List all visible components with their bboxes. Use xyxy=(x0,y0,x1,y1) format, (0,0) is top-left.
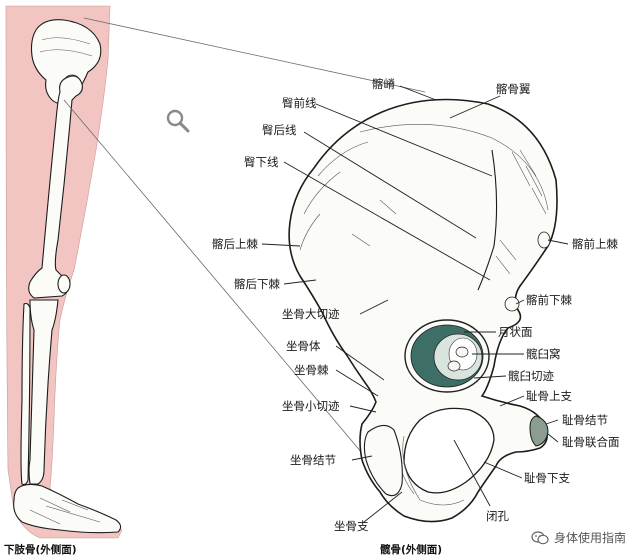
wechat-icon xyxy=(531,530,549,545)
leader-lines xyxy=(261,85,569,523)
label-posterior-inferior-iliac-spine: 髂后下棘 xyxy=(234,277,280,291)
wing-hatching xyxy=(351,149,547,275)
label-ala-of-ilium: 髂骨翼 xyxy=(496,82,531,96)
label-greater-sciatic-notch: 坐骨大切迹 xyxy=(282,307,340,321)
zoom-line-top xyxy=(83,17,426,93)
label-pubic-symphyseal-surface: 耻骨联合面 xyxy=(562,435,620,449)
ischial-tuberosity-shape xyxy=(363,424,403,497)
label-pubic-tubercle: 耻骨结节 xyxy=(562,413,608,427)
foot-detail-lines xyxy=(29,497,101,525)
fossa-knob-b xyxy=(447,360,461,372)
symphyseal-surface-shape xyxy=(529,415,549,447)
zoom-line-bottom xyxy=(63,99,401,499)
label-ischial-spine: 坐骨棘 xyxy=(294,363,329,377)
posterior-shading xyxy=(299,141,369,251)
label-obturator-foramen: 闭孔 xyxy=(486,509,509,523)
watermark: 身体使用指南 xyxy=(531,529,626,546)
tibia xyxy=(28,299,59,485)
label-superior-pubic-ramus: 耻骨上支 xyxy=(526,389,572,403)
caption-hip-bone: 髋骨(外侧面) xyxy=(380,543,442,556)
label-anterior-gluteal-line: 臀前线 xyxy=(282,96,317,110)
label-lesser-sciatic-notch: 坐骨小切迹 xyxy=(282,399,340,413)
label-inferior-pubic-ramus: 耻骨下支 xyxy=(524,471,570,485)
fossa-knob-a xyxy=(455,346,469,358)
patella xyxy=(57,274,71,294)
watermark-text: 身体使用指南 xyxy=(553,531,626,545)
label-ischial-tuberosity: 坐骨结节 xyxy=(290,453,336,467)
lower-limb-illustration xyxy=(5,5,123,539)
label-anterior-superior-iliac-spine: 髂前上棘 xyxy=(572,237,618,251)
gluteal-line-curve xyxy=(477,149,498,291)
label-lunate-surface: 月状面 xyxy=(498,325,533,339)
caption-lower-limb: 下肢骨(外侧面) xyxy=(4,543,77,556)
label-acetabular-notch: 髋臼切迹 xyxy=(508,369,554,383)
label-posterior-superior-iliac-spine: 髂后上棘 xyxy=(212,237,258,251)
search-icon[interactable] xyxy=(163,106,193,136)
label-acetabular-fossa: 髋臼窝 xyxy=(526,347,561,361)
label-posterior-gluteal-line: 臀后线 xyxy=(262,123,297,137)
label-ischial-ramus: 坐骨支 xyxy=(334,519,369,533)
label-body-of-ischium: 坐骨体 xyxy=(286,339,321,353)
label-anterior-inferior-iliac-spine: 髂前下棘 xyxy=(526,293,572,307)
label-iliac-crest: 髂嵴 xyxy=(372,77,395,91)
fibula xyxy=(20,302,31,486)
label-inferior-gluteal-line: 臀下线 xyxy=(244,155,279,169)
anatomy-labels: 髂嵴 髂骨翼 臀前线 臀后线 臀下线 髂后上棘 髂前上棘 髂后下棘 髂前下棘 坐… xyxy=(212,77,620,533)
aiis-bump xyxy=(504,296,520,312)
small-ilium-lines xyxy=(39,37,93,57)
foot-bones xyxy=(13,483,122,534)
iliac-wing-curve xyxy=(359,123,549,211)
